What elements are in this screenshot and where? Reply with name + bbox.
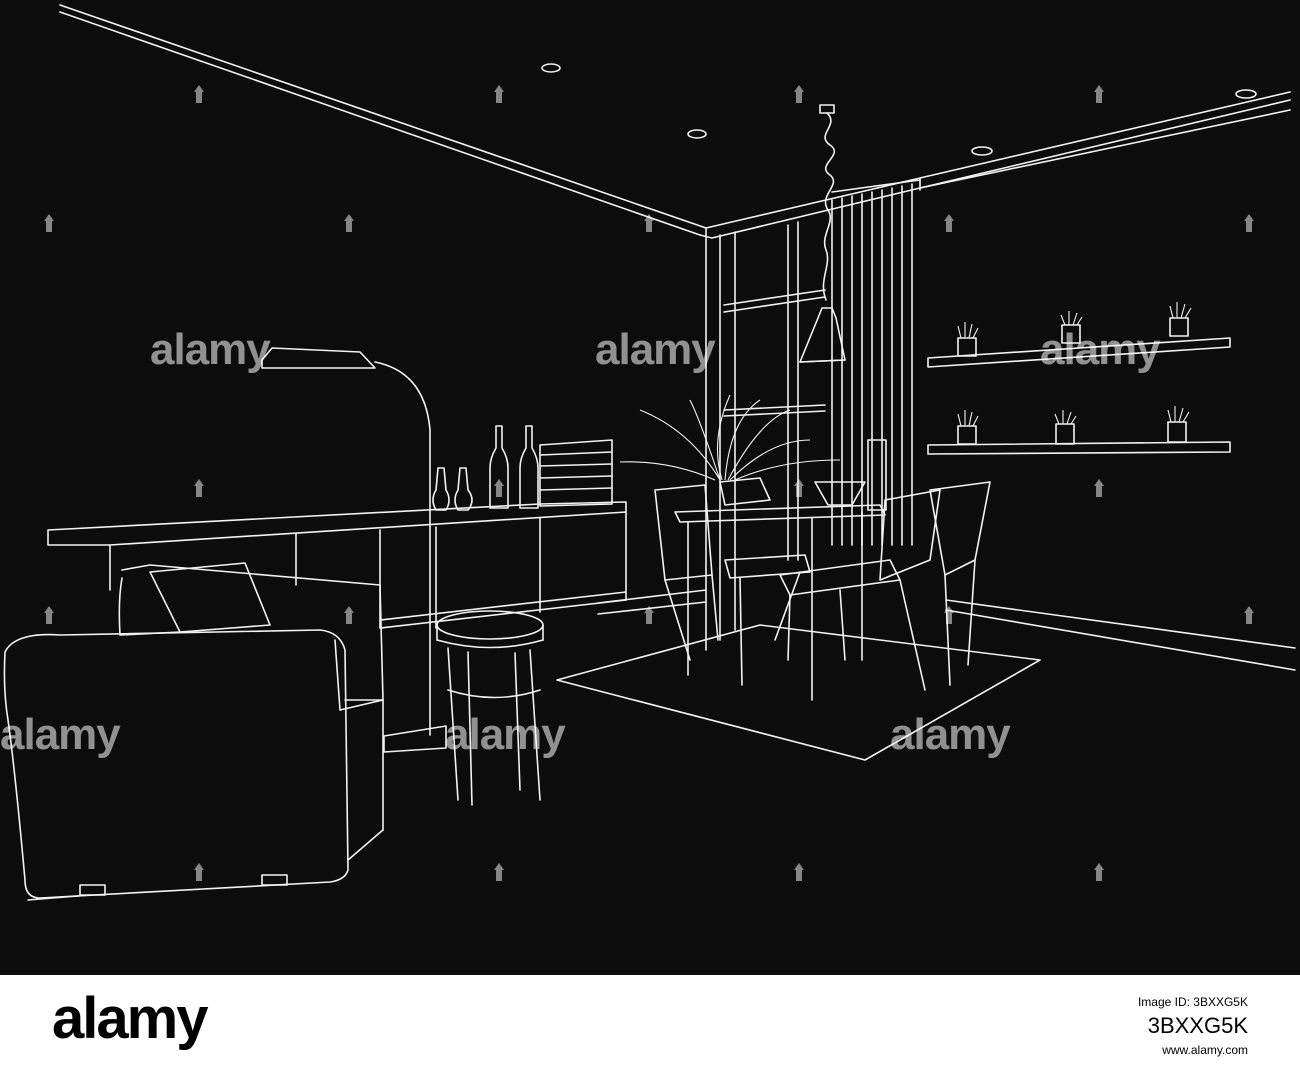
dining-chairs <box>654 481 991 691</box>
interior-sketch-scene: alamy alamy alamy alamy alamy alamy <box>0 0 1300 975</box>
crown-molding <box>59 4 1291 651</box>
ceiling-lights <box>541 63 1257 156</box>
vertical-blinds <box>831 179 921 546</box>
footer-bar: alamy Image ID: 3BXXG5K 3BXXG5K www.alam… <box>0 975 1300 1065</box>
footer-image-id: 3BXXG5K <box>1147 1013 1248 1038</box>
palm-plant <box>619 394 841 506</box>
pendant-lamp <box>799 104 846 363</box>
window-frame <box>719 221 826 641</box>
interior-line-drawing <box>3 4 1296 901</box>
sideboard-decor <box>432 425 613 511</box>
dining-rug <box>556 624 1041 761</box>
footer-url: www.alamy.com <box>1162 1043 1248 1057</box>
footer-image-info: Image ID: 3BXXG5K 3BXXG5K www.alamy.com <box>1138 995 1248 1057</box>
floor-lamp <box>261 347 447 753</box>
wall-shelves <box>927 302 1231 455</box>
side-stool <box>436 610 544 806</box>
footer-caption: Image ID: 3BXXG5K <box>1137 995 1248 1009</box>
footer-logo: alamy <box>52 986 208 1051</box>
dining-table <box>674 439 887 701</box>
sideboard <box>47 501 627 629</box>
sofa <box>3 562 384 901</box>
